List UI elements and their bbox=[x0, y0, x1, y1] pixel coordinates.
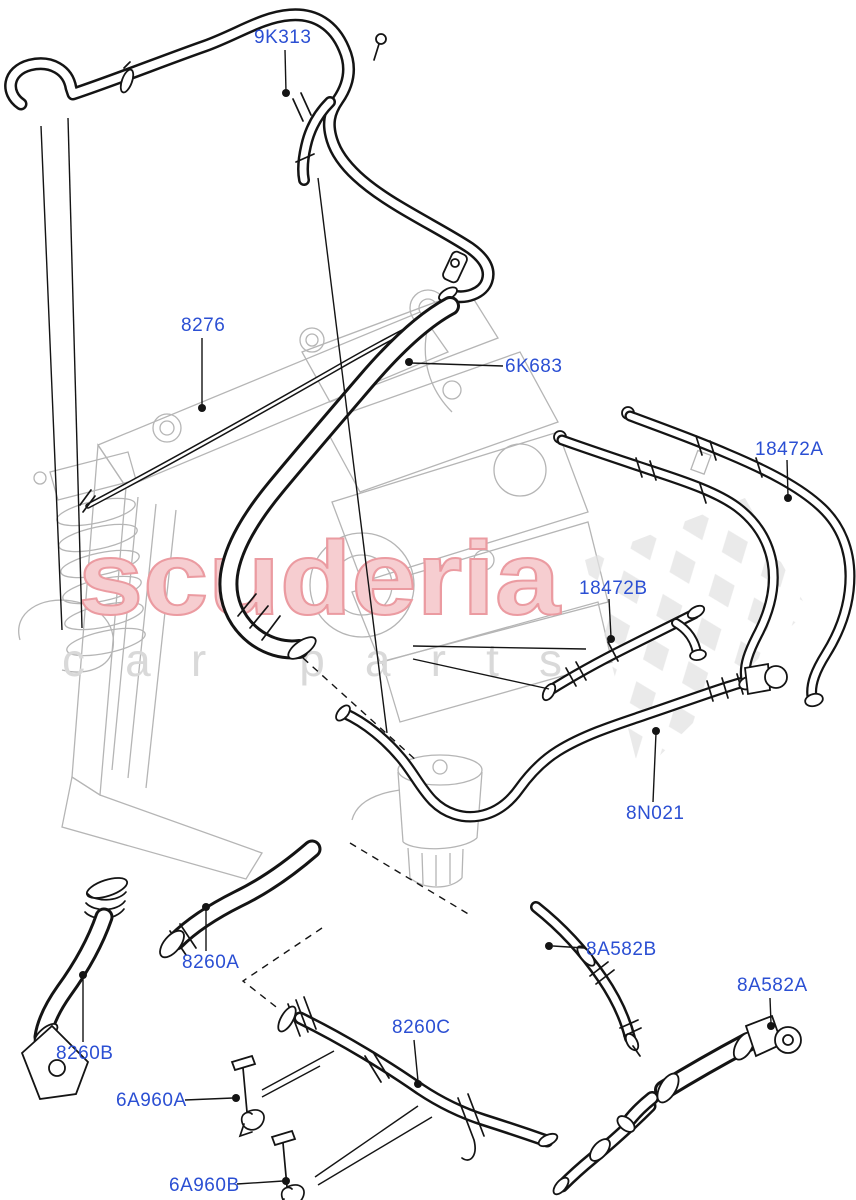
part-label-8276: 8276 bbox=[181, 315, 226, 336]
part-label-9K313: 9K313 bbox=[254, 27, 312, 48]
part-label-8A582B: 8A582B bbox=[586, 939, 657, 960]
part-label-18472B: 18472B bbox=[579, 578, 648, 599]
watermark-brand-text: scuderia bbox=[78, 521, 561, 637]
clip-6A960B-drawing bbox=[271, 1130, 305, 1200]
part-label-18472A: 18472A bbox=[755, 439, 824, 460]
pipe-8260C-drawing bbox=[277, 996, 559, 1161]
water-pump-art bbox=[351, 754, 483, 888]
part-label-8N021: 8N021 bbox=[626, 803, 685, 824]
hose-18472B-drawing bbox=[541, 604, 707, 702]
projection-lines bbox=[40, 117, 587, 1186]
part-label-8260B: 8260B bbox=[56, 1043, 114, 1064]
hose-8A582B-drawing bbox=[530, 901, 642, 1057]
part-label-6K683: 6K683 bbox=[505, 356, 563, 377]
pipe-8A582A-drawing bbox=[552, 1014, 802, 1196]
hose-18472A-drawing bbox=[553, 406, 856, 708]
clip-6A960A-drawing bbox=[230, 1054, 265, 1138]
hose-8260B-drawing bbox=[20, 877, 129, 1100]
part-label-6A960A: 6A960A bbox=[116, 1090, 187, 1111]
leader-lines bbox=[79, 49, 792, 1185]
hose-9K313-drawing bbox=[4, 8, 495, 304]
part-label-8A582A: 8A582A bbox=[737, 975, 808, 996]
hose-6K683-drawing bbox=[218, 296, 460, 660]
part-label-8260C: 8260C bbox=[392, 1017, 451, 1038]
part-label-8260A: 8260A bbox=[182, 952, 240, 973]
hose-8260A-drawing bbox=[159, 839, 322, 959]
part-label-6A960B: 6A960B bbox=[169, 1175, 240, 1196]
